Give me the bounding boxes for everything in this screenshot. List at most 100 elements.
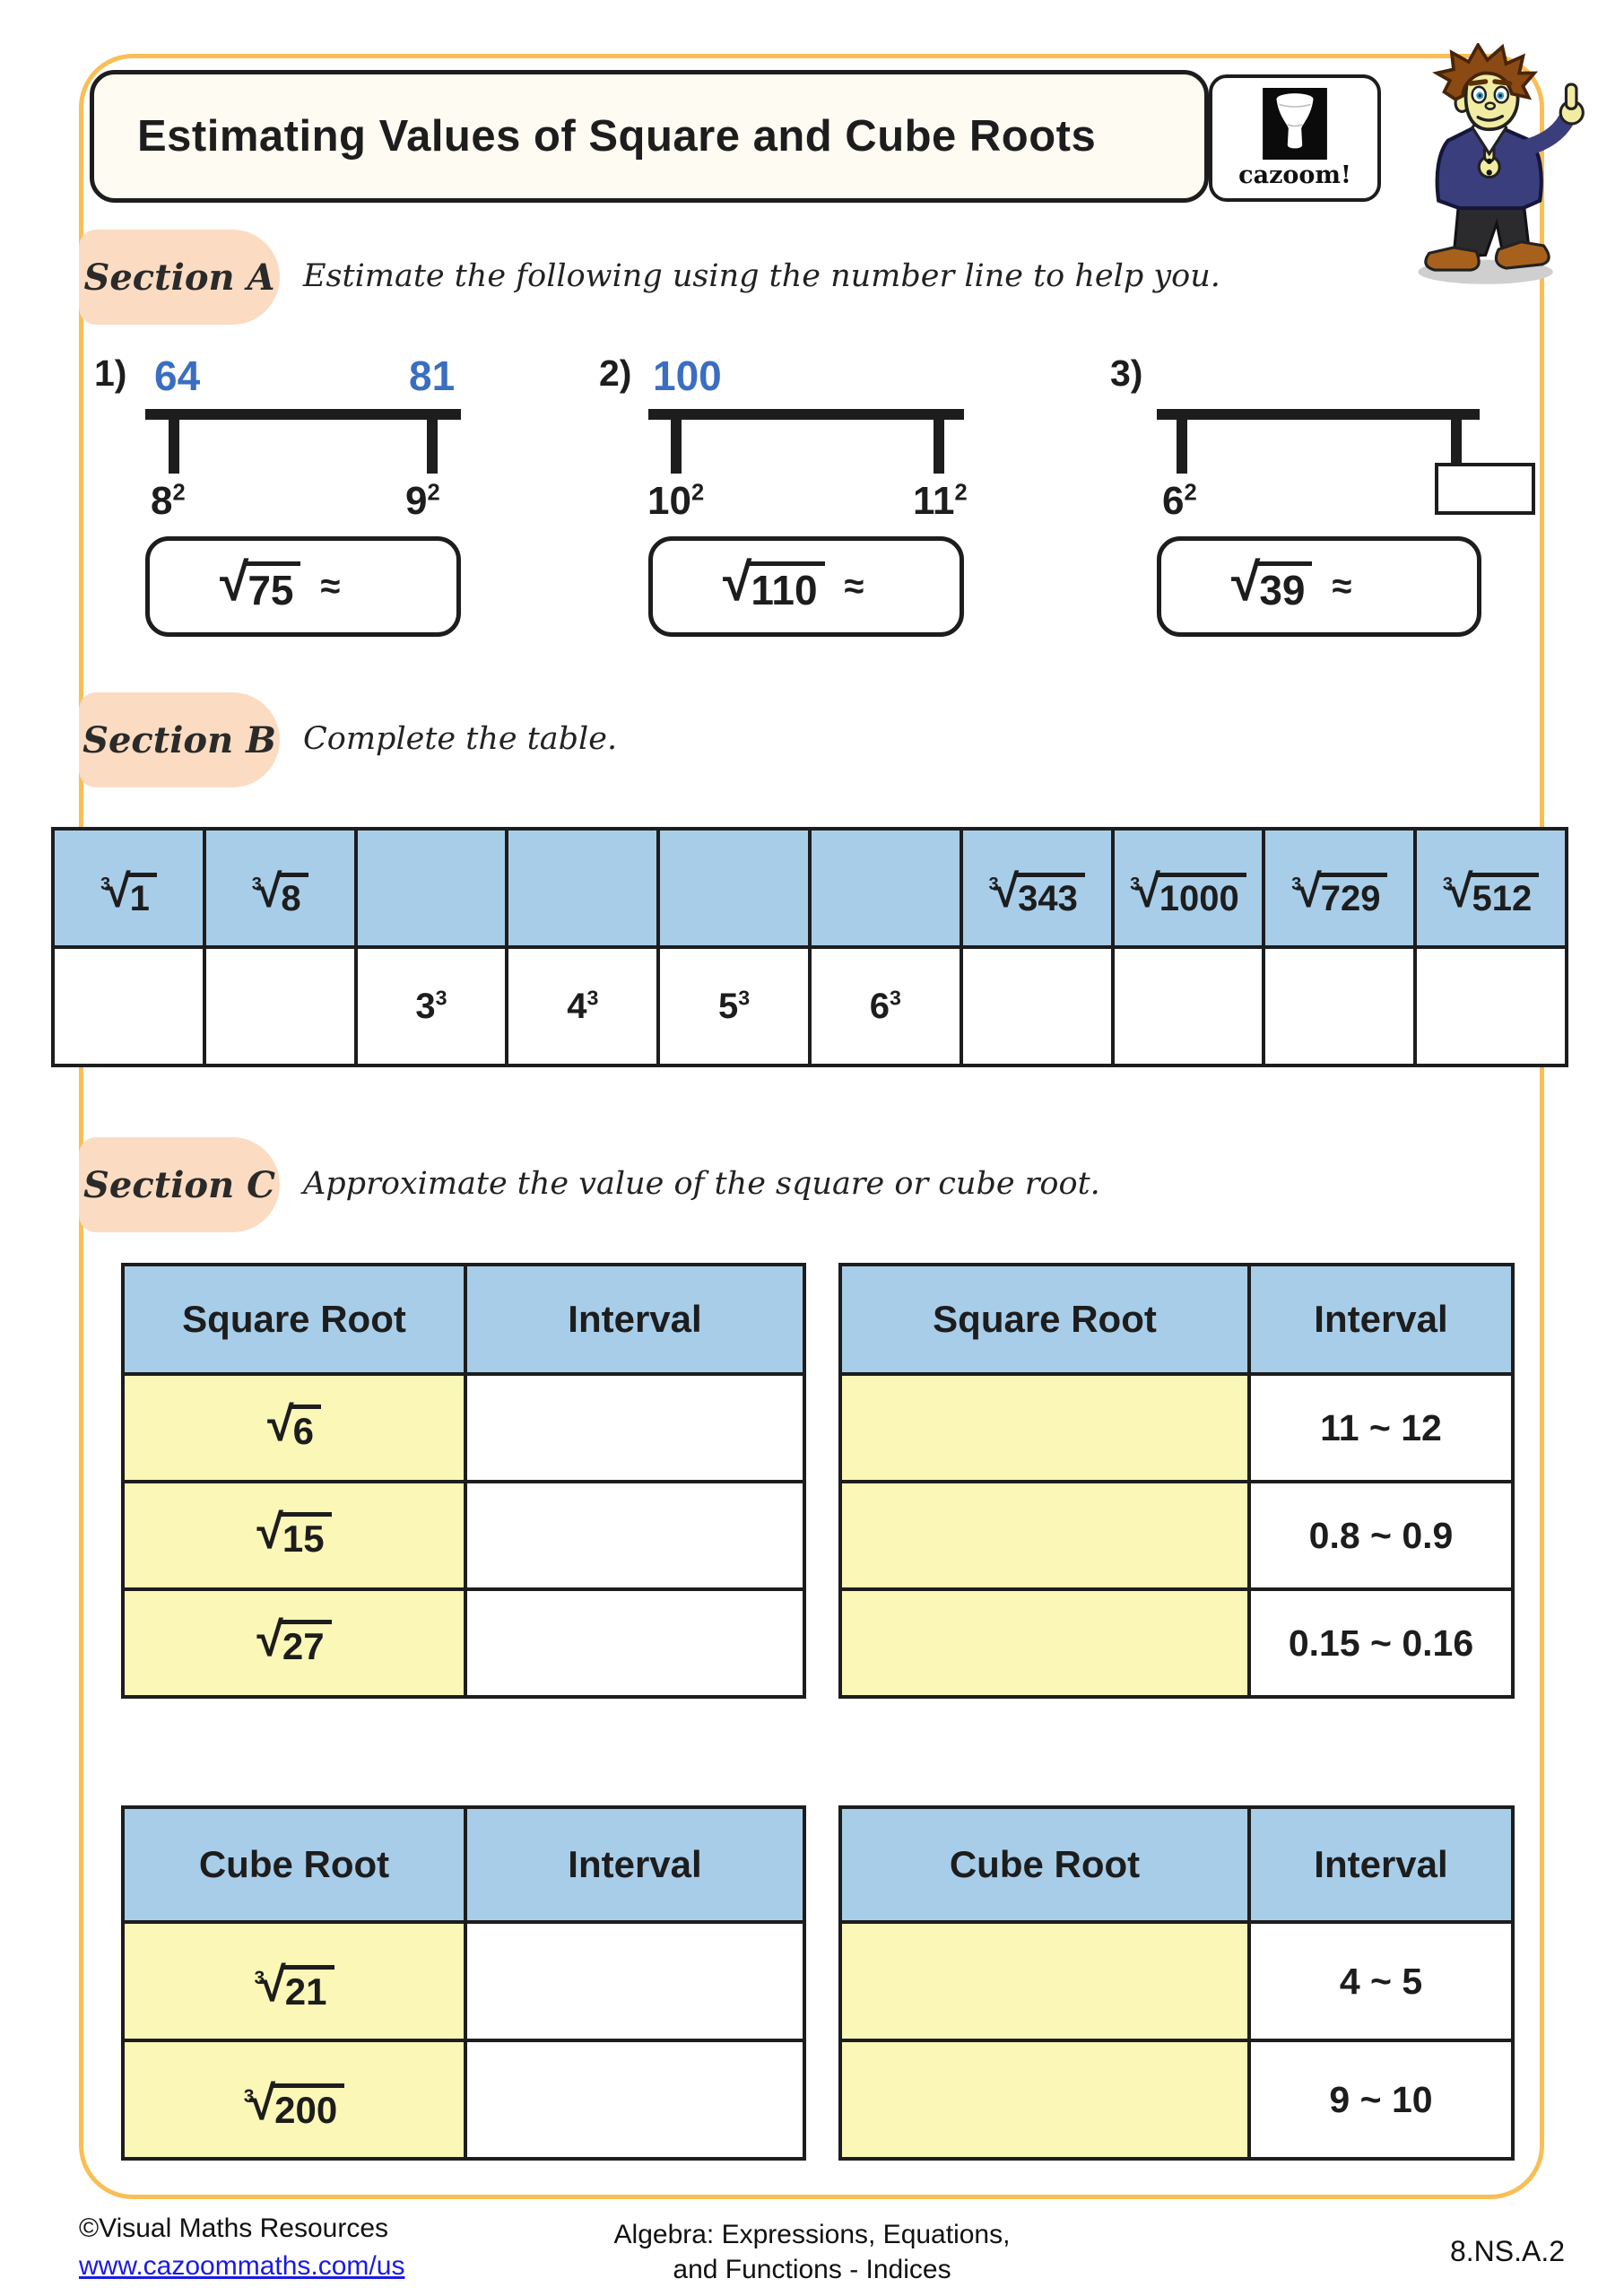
- numberline-3-left-label: 62: [1162, 479, 1197, 523]
- blank-cell[interactable]: [202, 945, 358, 1067]
- blank-cell[interactable]: [1262, 945, 1418, 1067]
- topic-line-1: Algebra: Expressions, Equations,: [613, 2220, 1011, 2249]
- square-root-table-right: Square Root Interval 11 ~ 12 0.8 ~ 0.9 0…: [838, 1263, 1515, 1699]
- blank-cell[interactable]: [959, 945, 1115, 1067]
- interval-cell: 0.8 ~ 0.9: [1247, 1480, 1515, 1591]
- root-cell: √15: [121, 1480, 467, 1591]
- root-cell: 3√200: [121, 2039, 467, 2161]
- numberline-3-right-tick: [1451, 418, 1462, 474]
- copyright-text: ©Visual Maths Resources: [79, 2213, 389, 2243]
- cube-table-cell: 3√1000: [1110, 827, 1266, 949]
- interval-cell: 9 ~ 10: [1247, 2039, 1515, 2161]
- problem-1-number: 1): [94, 352, 127, 394]
- column-header: Square Root: [838, 1263, 1251, 1376]
- page-border: [79, 54, 1544, 2199]
- cube-table-cell: 3√512: [1413, 827, 1568, 949]
- cube-table-cell: 3√1: [51, 827, 206, 949]
- blank-cell[interactable]: [353, 827, 509, 949]
- blank-root-cell[interactable]: [838, 1372, 1251, 1483]
- interval-cell: 0.15 ~ 0.16: [1247, 1587, 1515, 1699]
- mascot-boy-illustration: [1418, 43, 1585, 284]
- blank-cell[interactable]: [807, 827, 963, 949]
- approx-symbol: ≈: [844, 566, 864, 606]
- section-b-instruction: Complete the table.: [303, 721, 618, 757]
- cube-table-cell: 33: [353, 945, 509, 1067]
- section-a-label: Section A: [83, 256, 275, 299]
- numberline-3-blank-box[interactable]: [1435, 463, 1535, 515]
- root-cell: 3√21: [121, 1920, 467, 2042]
- blank-cell[interactable]: [656, 827, 812, 949]
- column-header: Interval: [1247, 1805, 1515, 1924]
- blank-root-cell[interactable]: [838, 2039, 1251, 2161]
- square-root-table-left: Square Root Interval √6 √15 √27: [121, 1263, 806, 1699]
- section-b-pill: Section B: [79, 692, 280, 787]
- cazoom-url-link[interactable]: www.cazoommaths.com/us: [79, 2251, 405, 2281]
- cube-table: 3√1 3√8 3√343 3√1000 3√729 3√512: [51, 827, 1568, 1067]
- interval-cell: 4 ~ 5: [1247, 1920, 1515, 2042]
- page-title: Estimating Values of Square and Cube Roo…: [137, 112, 1097, 161]
- problem-2-number: 2): [599, 352, 632, 394]
- logo-wordmark: cazoom!: [1238, 161, 1351, 189]
- blank-root-cell[interactable]: [838, 1920, 1251, 2042]
- approx-symbol: ≈: [1332, 566, 1352, 606]
- footer-copyright-block: ©Visual Maths Resources www.cazoommaths.…: [79, 2213, 404, 2282]
- answer-box-3[interactable]: √39 ≈: [1157, 536, 1481, 637]
- numberline-1-right-tick: [427, 418, 438, 474]
- cube-table-cell: 3√8: [202, 827, 358, 949]
- standard-code: 8.NS.A.2: [1449, 2235, 1565, 2267]
- sqrt-75-expression: √75: [220, 556, 301, 612]
- cube-table-cell: 3√343: [959, 827, 1115, 949]
- drum-icon: [1263, 87, 1327, 160]
- blank-cell[interactable]: [1413, 945, 1568, 1067]
- approx-symbol: ≈: [320, 566, 341, 606]
- numberline-3-left-tick: [1177, 418, 1187, 474]
- answer-box-2[interactable]: √110 ≈: [648, 536, 964, 637]
- blank-interval-cell[interactable]: [464, 1480, 806, 1591]
- section-c-pill: Section C: [79, 1137, 280, 1232]
- interval-cell: 11 ~ 12: [1247, 1372, 1515, 1483]
- section-b-label: Section B: [83, 718, 276, 761]
- blank-root-cell[interactable]: [838, 1480, 1251, 1591]
- section-a-pill: Section A: [79, 230, 280, 325]
- column-header: Square Root: [121, 1263, 467, 1376]
- cazoom-logo: cazoom!: [1209, 74, 1381, 202]
- section-a-instruction: Estimate the following using the number …: [303, 258, 1220, 294]
- cube-root-table-right: Cube Root Interval 4 ~ 5 9 ~ 10: [838, 1805, 1515, 2161]
- blank-root-cell[interactable]: [838, 1587, 1251, 1699]
- column-header: Interval: [464, 1805, 806, 1924]
- blank-interval-cell[interactable]: [464, 1587, 806, 1699]
- root-cell: √6: [121, 1372, 467, 1483]
- numberline-1: [145, 409, 461, 474]
- title-box: Estimating Values of Square and Cube Roo…: [90, 70, 1209, 203]
- blank-cell[interactable]: [1110, 945, 1266, 1067]
- cube-table-cell: 3√729: [1262, 827, 1418, 949]
- blank-cell[interactable]: [51, 945, 206, 1067]
- blank-cell[interactable]: [505, 827, 661, 949]
- cube-table-cell: 63: [807, 945, 963, 1067]
- column-header: Interval: [1247, 1263, 1515, 1376]
- section-c-label: Section C: [83, 1163, 275, 1206]
- section-c-instruction: Approximate the value of the square or c…: [303, 1166, 1100, 1202]
- cube-table-cell: 53: [656, 945, 812, 1067]
- numberline-1-right-value: 81: [409, 352, 456, 399]
- cube-root-table-left: Cube Root Interval 3√21 3√200: [121, 1805, 806, 2161]
- column-header: Interval: [464, 1263, 806, 1376]
- numberline-2: [648, 409, 964, 474]
- answer-box-1[interactable]: √75 ≈: [145, 536, 461, 637]
- blank-interval-cell[interactable]: [464, 1920, 806, 2042]
- column-header: Cube Root: [121, 1805, 467, 1924]
- blank-interval-cell[interactable]: [464, 2039, 806, 2161]
- numberline-3: [1157, 409, 1480, 474]
- blank-interval-cell[interactable]: [464, 1372, 806, 1483]
- cube-table-cell: 43: [505, 945, 661, 1067]
- topic-line-2: and Functions - Indices: [673, 2255, 951, 2284]
- problem-3-number: 3): [1110, 352, 1143, 394]
- column-header: Cube Root: [838, 1805, 1251, 1924]
- numberline-1-left-label: 82: [151, 479, 186, 523]
- numberline-1-left-value: 64: [154, 352, 201, 399]
- footer-topic-block: Algebra: Expressions, Equations, and Fun…: [0, 2217, 1624, 2287]
- numberline-2-right-label: 112: [913, 479, 968, 523]
- numberline-2-right-tick: [934, 418, 944, 474]
- numberline-2-left-label: 102: [647, 479, 705, 523]
